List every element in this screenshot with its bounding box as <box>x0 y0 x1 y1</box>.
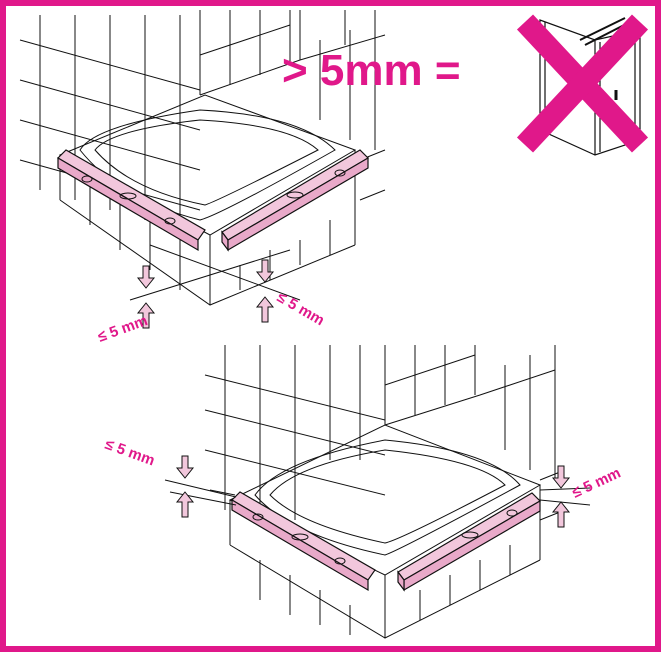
bottom-reference-lines <box>164 479 591 506</box>
arrow-up-icon <box>175 491 195 518</box>
tolerance-label-bottom-right: ≤ 5 mm <box>570 464 624 501</box>
bottom-shower-tray-scene: ≤ 5 mm ≤ 5 mm <box>103 345 624 639</box>
bottom-spirit-level-right <box>397 492 541 592</box>
warning-text: > 5mm = <box>282 46 461 95</box>
arrow-up-icon <box>255 296 275 323</box>
top-spirit-level-right <box>221 149 369 252</box>
top-spirit-level-left <box>57 149 206 252</box>
arrow-up-icon <box>551 501 571 528</box>
arrow-down-icon <box>136 265 156 289</box>
tolerance-label-top-left: ≤ 5 mm <box>96 312 150 346</box>
bottom-right-wall-tiles <box>384 345 561 521</box>
bottom-arrows <box>175 455 571 528</box>
top-left-wall-tiles <box>19 10 201 228</box>
arrow-down-icon <box>551 465 571 489</box>
top-right-wall-tiles <box>199 10 386 201</box>
top-reference-lines <box>129 244 301 301</box>
bottom-shower-tray <box>228 424 542 639</box>
top-shower-tray-scene: ≤ 5 mm ≤ 5 mm <box>19 10 386 346</box>
tolerance-label-bottom-left: ≤ 5 mm <box>103 436 157 470</box>
bottom-spirit-level-left <box>231 491 376 592</box>
tolerance-label-top-right: ≤ 5 mm <box>274 289 327 330</box>
top-arrows <box>136 259 275 329</box>
cross-mark-icon <box>516 14 649 153</box>
arrow-up-icon <box>136 302 156 329</box>
arrow-down-icon <box>255 259 275 283</box>
bottom-left-wall-tiles <box>204 345 386 520</box>
arrow-down-icon <box>175 455 195 479</box>
